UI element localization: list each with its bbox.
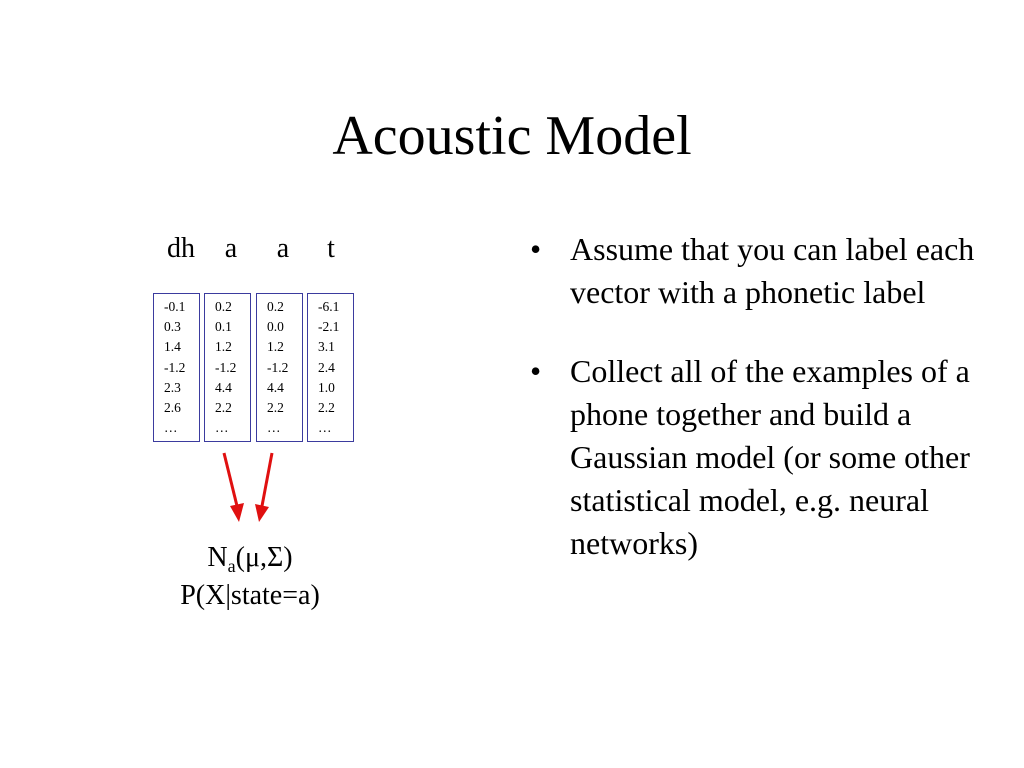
- vector-value: 1.0: [318, 379, 335, 395]
- gaussian-model-label: Na(μ,Σ): [140, 541, 360, 575]
- bullet-text: Collect all of the examples of a phone t…: [570, 353, 970, 561]
- bullet-dot-icon: •: [530, 231, 542, 267]
- feature-vector-box-2: 0.2 0.1 1.2 -1.2 4.4 2.2 …: [204, 293, 251, 442]
- vector-value: -0.1: [164, 299, 186, 314]
- vector-value: 2.2: [215, 400, 232, 416]
- vector-value: 1.2: [215, 339, 232, 355]
- vector-value: 0.0: [267, 319, 284, 335]
- feature-vector-box-4: -6.1 -2.1 3.1 2.4 1.0 2.2 …: [307, 293, 354, 442]
- arrow-right: [255, 452, 274, 522]
- vector-value: -1.2: [215, 359, 237, 375]
- vector-ellipsis: …: [215, 420, 229, 436]
- phone-label-a-1: a: [224, 233, 238, 264]
- vector-value: 2.6: [164, 400, 181, 416]
- vector-value: 1.2: [267, 339, 284, 355]
- vector-value: 2.3: [164, 379, 181, 395]
- vector-value: 4.4: [267, 379, 284, 395]
- vector-value: 2.2: [318, 400, 335, 416]
- probability-label: P(X|state=a): [180, 580, 320, 611]
- phone-label-dh: dh: [167, 233, 195, 264]
- model-n-subscript: a: [227, 556, 236, 576]
- phone-label-a-2: a: [276, 233, 290, 264]
- vector-value: -1.2: [164, 359, 186, 375]
- vector-value: 2.4: [318, 359, 335, 375]
- vector-value: 2.2: [267, 400, 284, 416]
- vector-value: 0.2: [215, 299, 232, 314]
- bullet-list: • Assume that you can label each vector …: [525, 228, 995, 601]
- bullet-item: • Assume that you can label each vector …: [525, 228, 995, 314]
- vector-value: -1.2: [267, 359, 289, 375]
- vector-value: 0.3: [164, 319, 181, 335]
- vector-value: -2.1: [318, 319, 340, 335]
- bullet-text: Assume that you can label each vector wi…: [570, 231, 975, 310]
- slide-title: Acoustic Model: [332, 105, 692, 167]
- bullet-item: • Collect all of the examples of a phone…: [525, 350, 995, 565]
- vector-value: -6.1: [318, 299, 340, 314]
- feature-vector-box-1: -0.1 0.3 1.4 -1.2 2.3 2.6 …: [153, 293, 200, 442]
- vector-ellipsis: …: [164, 420, 178, 436]
- vector-ellipsis: …: [318, 420, 332, 436]
- bullet-dot-icon: •: [530, 353, 542, 389]
- vector-value: 0.1: [215, 319, 232, 335]
- model-n-prefix: N: [207, 542, 228, 573]
- arrow-left: [222, 452, 244, 522]
- feature-vector-box-3: 0.2 0.0 1.2 -1.2 4.4 2.2 …: [256, 293, 303, 442]
- vector-value: 3.1: [318, 339, 335, 355]
- vector-value: 0.2: [267, 299, 284, 314]
- vector-value: 4.4: [215, 379, 232, 395]
- vector-value: 1.4: [164, 339, 181, 355]
- vector-ellipsis: …: [267, 420, 281, 436]
- phone-label-t: t: [327, 233, 335, 264]
- model-n-params: (μ,Σ): [235, 542, 293, 573]
